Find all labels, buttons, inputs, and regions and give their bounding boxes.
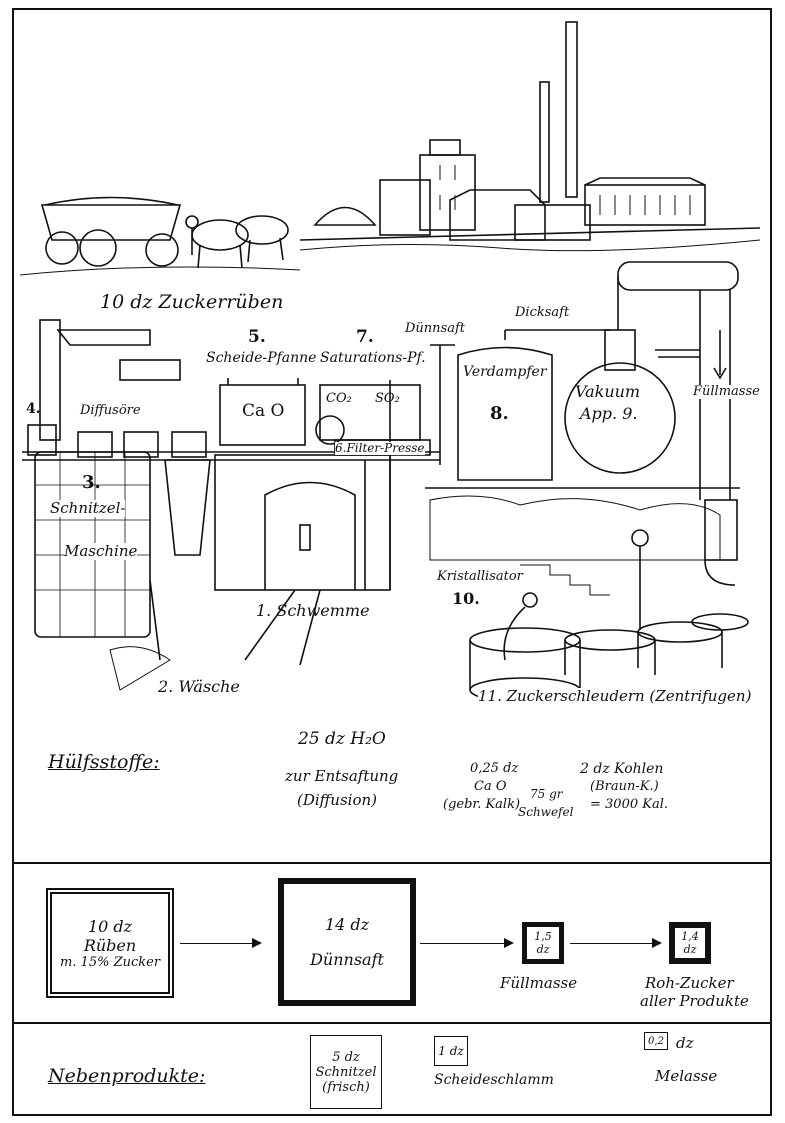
water-purpose-2: (Diffusion): [297, 791, 378, 809]
vakuum-label-2: App. 9.: [580, 404, 638, 423]
beets-sugar-content: m. 15% Zucker: [59, 954, 161, 970]
juice-box: 14 dz Dünnsaft: [278, 878, 416, 1006]
molasses-box: 0,2: [644, 1032, 668, 1050]
fuellmasse-scene-label: Füllmasse: [693, 384, 760, 400]
beets-caption: 10 dz Zuckerrüben: [100, 291, 284, 313]
sugar-label-1: Roh-Zucker: [645, 974, 734, 992]
saturation-number: 7.: [356, 327, 374, 347]
schnitzel-label-1: Schnitzel-: [50, 499, 126, 517]
coal-type: (Braun-K.): [590, 779, 659, 794]
pulp-amount: 5 dz: [332, 1049, 360, 1065]
pulp-name: Schnitzel: [315, 1064, 377, 1080]
diffusion-label: Diffusöre: [80, 403, 141, 418]
sugar-label-2: aller Produkte: [640, 992, 749, 1010]
scheide-number: 5.: [248, 327, 266, 347]
lime-amount: 0,25 dz: [470, 761, 519, 776]
sugar-amount: 1,4: [681, 930, 699, 943]
duennsaft-label: Dünnsaft: [405, 321, 465, 336]
sludge-name: Scheideschlamm: [434, 1072, 554, 1088]
sludge-amount: 1 dz: [438, 1044, 464, 1058]
beets-box: 10 dz Rüben m. 15% Zucker: [46, 888, 174, 998]
pulp-box: 5 dz Schnitzel (frisch): [310, 1035, 382, 1109]
factory-skyline: [299, 21, 761, 252]
vakuum-label-1: Vakuum: [575, 382, 641, 401]
mass-label: Füllmasse: [500, 974, 578, 992]
ox-cart: [19, 196, 301, 276]
filter-press-label: 6.Filter-Presse: [335, 441, 425, 456]
sugar-box: 1,4 dz: [669, 922, 711, 964]
divider-bottom: [12, 1022, 772, 1024]
mass-unit: dz: [536, 943, 550, 956]
kristall-number: 10.: [452, 589, 480, 608]
verdampfer-label: Verdampfer: [463, 364, 547, 380]
schwemme-label: 1. Schwemme: [256, 601, 370, 620]
co2-label: CO₂: [326, 391, 352, 406]
dicksaft-label: Dicksaft: [515, 305, 570, 320]
sulfur-amount: 75 gr: [530, 787, 563, 801]
verdampfer-number: 8.: [490, 403, 509, 424]
lime-formula: Ca O: [474, 779, 507, 794]
scheide-pfanne: [219, 378, 306, 446]
juice-amount: 14 dz: [324, 915, 370, 934]
building-hall: [214, 380, 391, 666]
sludge-box: 1 dz: [434, 1036, 468, 1066]
water-amount: 25 dz H₂O: [298, 729, 386, 749]
sugar-unit: dz: [683, 943, 697, 956]
molasses-unit: dz: [676, 1034, 694, 1052]
cao-label: Ca O: [242, 401, 285, 421]
waesche-label: 2. Wäsche: [158, 677, 240, 696]
molasses-amount: 0,2: [648, 1035, 664, 1047]
byproducts-title: Nebenprodukte:: [48, 1065, 206, 1087]
diffusion-battery: [22, 319, 440, 691]
scheide-label: Scheide-Pfanne: [206, 350, 317, 366]
beets-name: Rüben: [83, 935, 137, 955]
flow-arrow-3: [570, 938, 662, 948]
centrifuges: [469, 529, 749, 703]
kristall-label: Kristallisator: [437, 569, 523, 585]
flow-arrow-2: [420, 938, 514, 948]
schleudern-label: 11. Zuckerschleudern (Zentrifugen): [478, 687, 752, 705]
molasses-name: Melasse: [655, 1067, 718, 1085]
diffusion-number: 4.: [26, 401, 41, 417]
lime-name: (gebr. Kalk): [443, 797, 521, 812]
so2-label: SO₂: [375, 391, 400, 406]
vacuum-pan: [564, 261, 739, 500]
mass-box: 1,5 dz: [522, 922, 564, 964]
page-border: [12, 8, 772, 1116]
evaporator: [430, 329, 610, 481]
beets-amount: 10 dz: [87, 916, 133, 936]
auxiliary-title: Hülfsstoffe:: [48, 751, 160, 773]
water-purpose-1: zur Entsaftung: [285, 767, 399, 785]
juice-name: Dünnsaft: [310, 950, 384, 969]
saturation-label: Saturations-Pf.: [320, 350, 426, 366]
coal-amount: 2 dz Kohlen: [580, 761, 664, 777]
schnitzel-number: 3.: [82, 472, 101, 493]
pulp-state: (frisch): [322, 1079, 370, 1095]
mass-amount: 1,5: [534, 930, 552, 943]
flow-arrow-1: [180, 938, 262, 948]
divider-top: [12, 862, 772, 864]
schnitzel-label-2: Maschine: [64, 542, 138, 560]
crystallizer-platform: [425, 487, 740, 596]
coal-energy: = 3000 Kal.: [590, 797, 668, 812]
sulfur-name: Schwefel: [518, 805, 574, 819]
